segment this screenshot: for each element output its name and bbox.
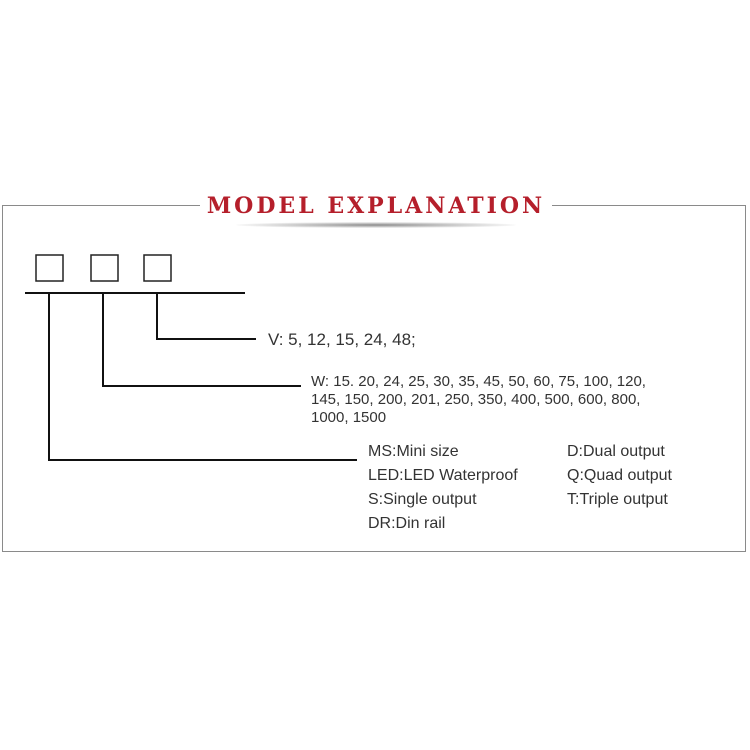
connector-wattage xyxy=(102,293,301,387)
wattage-line-1: W: 15. 20, 24, 25, 30, 35, 45, 50, 60, 7… xyxy=(311,373,646,390)
code-box-3 xyxy=(143,254,172,282)
voltage-options: V: 5, 12, 15, 24, 48; xyxy=(268,330,416,349)
title-shadow xyxy=(236,222,516,228)
type-single-output: S:Single output xyxy=(368,491,477,508)
connector-voltage xyxy=(156,293,256,340)
wattage-line-3: 1000, 1500 xyxy=(311,409,387,426)
type-quad-output: Q:Quad output xyxy=(567,467,672,484)
title-banner: MODEL EXPLANATION xyxy=(200,190,552,230)
diagram-frame xyxy=(2,205,746,552)
type-dual-output: D:Dual output xyxy=(567,443,665,460)
diagram-title: MODEL EXPLANATION xyxy=(206,193,546,219)
connector-type xyxy=(48,293,357,461)
type-led-waterproof: LED:LED Waterproof xyxy=(368,467,518,484)
wattage-line-2: 145, 150, 200, 201, 250, 350, 400, 500, … xyxy=(311,391,641,408)
code-box-2 xyxy=(90,254,119,282)
type-mini-size: MS:Mini size xyxy=(368,443,459,460)
type-din-rail: DR:Din rail xyxy=(368,515,446,532)
code-box-1 xyxy=(35,254,64,282)
type-triple-output: T:Triple output xyxy=(567,491,668,508)
